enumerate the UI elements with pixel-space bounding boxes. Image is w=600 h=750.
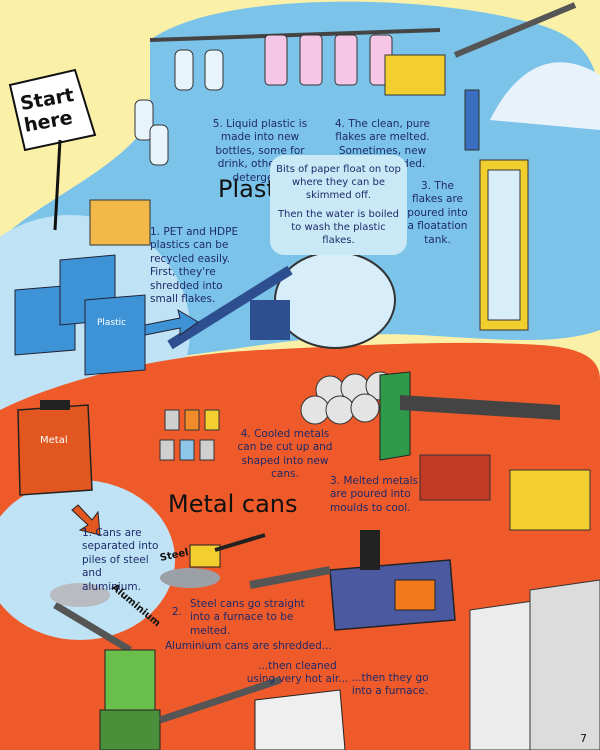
silos [469,579,600,750]
into-furnace: ...then they go into a furnace. [351,672,429,698]
floatation-tank [464,89,529,331]
hot-air-cleaner [158,676,346,750]
furnace [329,530,456,631]
plastic-bin-label: Plastic [97,318,127,328]
callout-paragraph-2: Then the water is boiled to wash the pla… [277,209,400,246]
metal-conveyor [379,371,560,461]
bottle-conveyor [134,28,446,166]
scrap-pile-steel [160,568,220,588]
digger [189,533,266,568]
steel-conveyor [249,566,331,589]
new-cans [159,409,220,461]
arrow-to-shredder [144,308,199,336]
moulds [419,454,591,531]
metal-step-4: 4. Cooled metals can be cut up and shape… [237,428,333,481]
start-sign [8,68,97,231]
metal-step-2: Steel cans go straight into a furnace to… [190,598,305,637]
hot-air-cleaning: ...then cleaned using very hot air... [246,660,349,686]
washing-callout: Bits of paper float on top where they ca… [270,155,407,255]
washing-tank [274,251,396,349]
bottle-box [89,199,151,246]
callout-paragraph-1: Bits of paper float on top where they ca… [276,164,401,201]
plastic-step-1: 1. PET and HDPE plastics can be recycled… [150,226,239,306]
scrap-pile-aluminium [50,583,110,607]
top-conveyor [453,2,577,58]
separation-circle [0,480,175,640]
page-number: 7 [580,732,587,745]
plastic-bins [14,254,146,376]
shredder-conveyor [167,265,293,350]
flake-pile [490,62,600,130]
metal-step-3: 3. Melted metals are poured into moulds … [330,475,418,514]
aluminium-shredder [53,601,161,750]
metal-step-1: 1. Cans are separated into piles of stee… [82,527,159,593]
metal-step-2-number: 2. [172,606,183,618]
metal-bin [17,400,93,496]
aluminium-shredded: Aluminium cans are shredded... [165,640,332,652]
metal-title: Metal cans [168,490,298,518]
plastic-step-3: 3. The flakes are poured into a floatati… [407,180,468,246]
metal-rolls [300,371,395,425]
metal-bin-label: Metal [40,435,68,446]
arrow-to-separation [71,504,101,536]
metal-region [0,342,600,750]
